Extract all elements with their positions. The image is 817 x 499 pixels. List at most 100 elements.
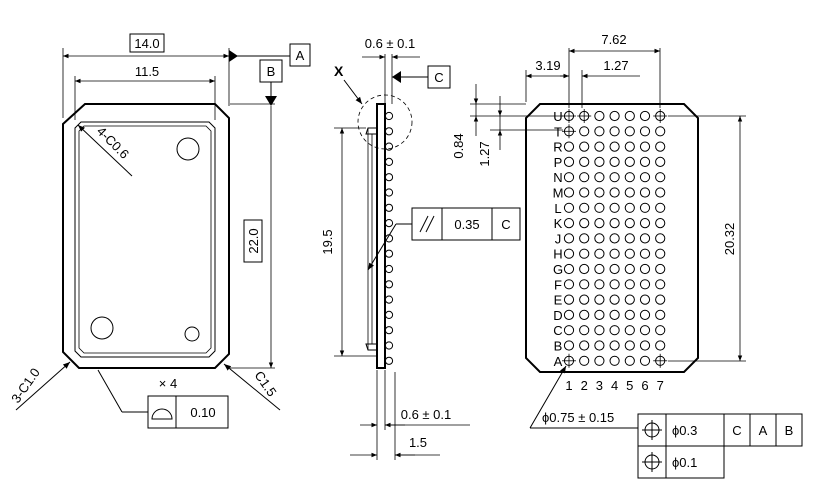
bottom-outline — [525, 103, 699, 373]
side-solder-ball — [384, 326, 394, 335]
column-label: 6 — [641, 378, 648, 393]
solder-ball — [624, 294, 635, 305]
solder-ball — [579, 187, 590, 198]
solder-ball — [579, 279, 590, 290]
position-ref-c: C — [732, 423, 741, 438]
solder-ball — [563, 248, 575, 259]
dim-total: 1.5 — [409, 435, 427, 450]
side-solder-ball — [384, 188, 394, 197]
solder-ball — [624, 309, 635, 320]
dim-thickness-top: 0.6 ± 0.1 — [365, 36, 416, 51]
solder-ball — [655, 340, 666, 351]
solder-ball — [624, 340, 635, 351]
side-solder-ball — [384, 127, 394, 136]
solder-ball — [563, 218, 575, 229]
dim-pitch-span: 7.62 — [601, 32, 626, 47]
dim-row-pitch: 1.27 — [477, 141, 492, 166]
solder-ball — [639, 248, 651, 259]
solder-ball — [594, 126, 605, 137]
dim-edge-offset: 0.84 — [451, 133, 466, 158]
solder-ball — [579, 294, 590, 305]
solder-ball — [639, 218, 651, 229]
solder-ball — [639, 172, 651, 183]
row-label: K — [554, 216, 563, 231]
solder-ball — [655, 126, 666, 137]
solder-ball — [609, 110, 620, 122]
row-label: B — [554, 339, 563, 354]
solder-ball — [563, 263, 575, 275]
solder-ball — [639, 294, 651, 305]
row-label: D — [553, 308, 562, 323]
position-frame-1 — [637, 413, 803, 447]
solder-ball — [639, 340, 651, 351]
column-label: 7 — [657, 378, 664, 393]
row-label: E — [554, 293, 563, 308]
position-tolerance-1: ϕ0.3 — [672, 423, 697, 438]
solder-ball — [655, 279, 666, 290]
solder-ball — [624, 126, 635, 137]
datum-a-label: A — [296, 48, 305, 63]
ball-size-label: ϕ0.75 ± 0.15 — [542, 410, 614, 425]
solder-ball — [655, 202, 666, 213]
datum-c-label: C — [434, 70, 443, 85]
row-label: F — [554, 277, 562, 292]
solder-ball — [594, 279, 605, 290]
solder-ball — [655, 156, 666, 167]
solder-ball — [624, 218, 635, 229]
solder-ball — [609, 325, 620, 336]
solder-ball — [563, 325, 575, 336]
solder-ball — [594, 263, 605, 275]
index-mark — [184, 326, 200, 342]
column-label: 1 — [565, 378, 572, 393]
flatness-count: × 4 — [159, 376, 177, 391]
solder-ball — [639, 156, 651, 167]
solder-ball — [624, 202, 635, 213]
row-label: T — [554, 124, 562, 139]
solder-ball — [609, 233, 620, 244]
solder-ball — [579, 126, 590, 137]
solder-ball — [594, 110, 605, 122]
solder-ball — [609, 218, 620, 229]
solder-ball — [594, 172, 605, 183]
datum-c-box — [427, 65, 451, 89]
solder-ball — [655, 218, 666, 229]
row-label: U — [553, 109, 562, 124]
side-substrate — [376, 103, 386, 369]
solder-ball — [579, 141, 590, 152]
side-solder-ball — [384, 173, 394, 182]
solder-ball — [594, 325, 605, 336]
index-mark — [176, 137, 200, 161]
solder-ball — [655, 263, 666, 275]
solder-ball — [563, 141, 575, 152]
dim-pitch: 1.27 — [603, 58, 628, 73]
solder-ball — [579, 325, 590, 336]
ball-grid — [562, 109, 668, 368]
side-solder-ball — [384, 264, 394, 274]
solder-ball — [579, 233, 590, 244]
solder-ball — [639, 187, 651, 198]
solder-ball — [624, 248, 635, 259]
solder-ball — [609, 355, 620, 366]
solder-ball — [563, 233, 575, 244]
parallelism-icon — [419, 215, 435, 233]
top-view: 14.0 11.5 A B 22.0 4-C0.6 3-C1.0 C1.5 — [8, 33, 311, 429]
solder-ball — [624, 156, 635, 167]
solder-ball — [594, 156, 605, 167]
side-solder-ball — [384, 203, 394, 212]
inner-chamfer-label: 4-C0.6 — [94, 124, 132, 162]
solder-ball — [639, 202, 651, 213]
side-solder-ball — [384, 157, 394, 166]
side-solder-ball — [384, 280, 394, 289]
solder-ball — [579, 202, 590, 213]
solder-ball — [563, 294, 575, 305]
solder-ball — [594, 202, 605, 213]
solder-ball — [594, 233, 605, 244]
solder-ball — [563, 156, 575, 167]
solder-ball — [609, 263, 620, 275]
side-lid — [365, 343, 377, 351]
solder-ball — [639, 279, 651, 290]
solder-ball — [624, 172, 635, 183]
side-solder-ball — [384, 310, 394, 319]
